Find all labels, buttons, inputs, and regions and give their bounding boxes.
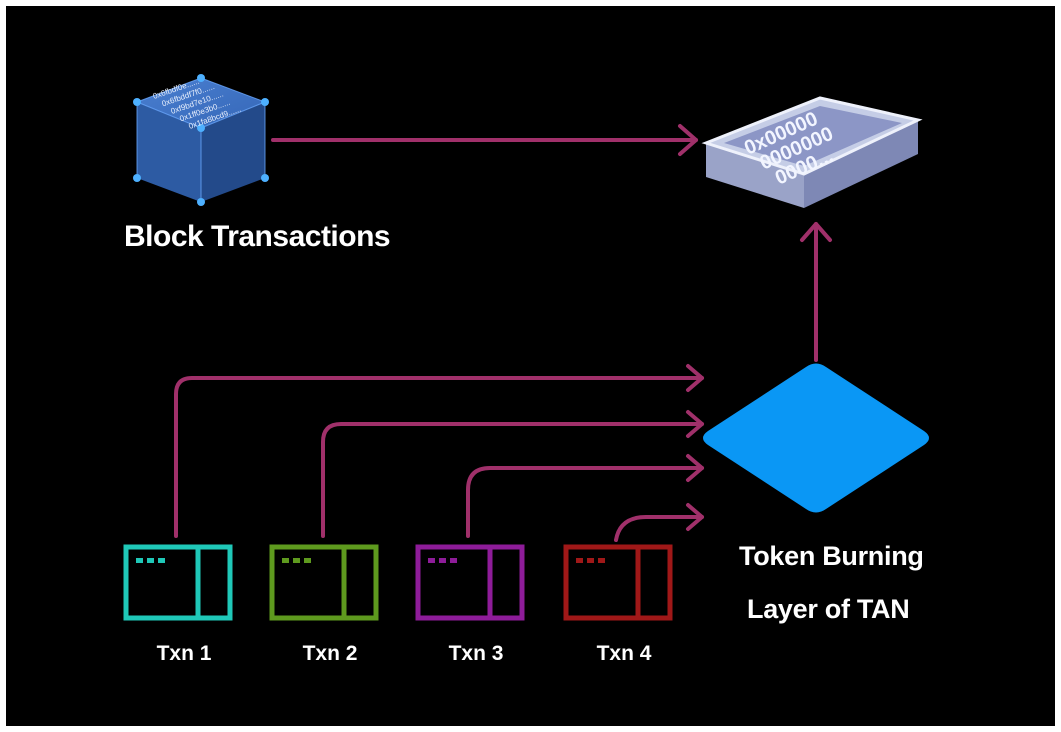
- arrowhead-txn2: [686, 410, 704, 438]
- burning-layer-diamond: [703, 363, 929, 513]
- arrowhead-txn4: [686, 503, 704, 531]
- arrow-txn2: [321, 422, 704, 538]
- arrowhead-burn-up: [800, 222, 832, 242]
- diagram-canvas: 0x6fbdf0e...... 0x6fbddf7f0...... 0xf9bd…: [6, 6, 1055, 726]
- arrow-txn4: [614, 515, 704, 542]
- arrow-txn1: [174, 376, 704, 538]
- arrow-txn3: [466, 466, 704, 538]
- arrows: [174, 124, 832, 542]
- txn-label: Txn 3: [448, 642, 504, 665]
- txn-window-icon: [415, 544, 525, 621]
- txn-window-icon: [123, 544, 233, 621]
- txn-label: Txn 2: [302, 642, 358, 665]
- txn-label: Txn 4: [596, 642, 652, 665]
- arrowhead-txn3: [686, 454, 704, 482]
- arrowhead-ledger: [678, 124, 698, 156]
- block-cube-icon: 0x6fbdf0e...... 0x6fbddf7f0...... 0xf9bd…: [133, 74, 269, 206]
- block-transactions-label: Block Transactions: [124, 220, 391, 253]
- burning-layer-label-line2: Layer of TAN: [747, 594, 910, 624]
- arrowhead-txn1: [686, 364, 704, 392]
- txn-window-icon: [563, 544, 673, 621]
- diagram-graphics: 0x6fbdf0e...... 0x6fbddf7f0...... 0xf9bd…: [123, 74, 929, 621]
- ledger-icon: 0x00000 0000000 0000...: [701, 96, 923, 208]
- txn-label: Txn 1: [156, 642, 212, 665]
- txn-window-icon: [269, 544, 379, 621]
- burning-layer-label-line1: Token Burning: [739, 541, 924, 571]
